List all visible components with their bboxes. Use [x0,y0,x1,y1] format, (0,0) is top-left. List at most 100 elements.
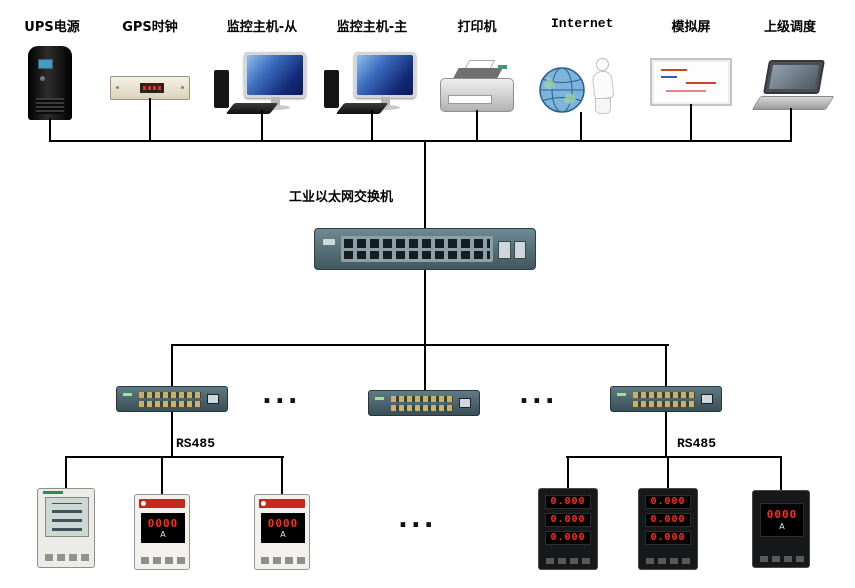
monitor-screen-icon [247,55,303,95]
ellipsis-mid-right: ... [519,380,558,410]
gps-display-icon [140,83,164,93]
laptop-screen-icon [768,65,820,89]
connector-line [171,412,173,458]
connector-line [665,346,667,386]
switch-port-row [633,401,695,407]
switch-brand-badge [323,239,335,245]
meter-led-display: 0000 A [261,513,305,543]
board-mark-icon [666,90,706,92]
ups-vent-icon [36,98,64,114]
uplink-port-icon [513,241,526,259]
connector-line [690,104,692,142]
switch-port-row [139,392,201,398]
rs485-bus-right [566,456,782,458]
printer-led-icon [498,65,507,69]
gps-clock-device [110,76,190,100]
connector-line [281,458,283,494]
connector-line [149,98,151,142]
meter-value-row: 0.000 [645,495,691,509]
switch-port-panel [341,236,493,262]
power-meter-left-1 [37,488,95,568]
connector-line [476,110,478,142]
screw-icon [116,86,119,89]
internet-device [538,58,626,116]
meter-logo-icon [261,501,266,506]
ups-device [28,46,72,120]
connector-line [65,458,67,488]
meter-value-row: 0.000 [645,531,691,545]
switch-port-row [391,396,453,402]
board-mark-icon [661,69,687,71]
power-meter-right-1: 0.000 0.000 0.000 [538,488,598,570]
switch-led-icon [123,393,132,396]
meter-brand-strip [259,499,305,508]
rs485-label-left: RS485 [176,436,216,451]
meter-buttons [261,557,305,564]
monitor-base-icon [370,105,400,110]
meter-brand-strip [139,499,185,508]
ups-display-icon [38,59,53,69]
uplink-port-icon [459,398,471,408]
main-switch-label: 工业以太网交换机 [289,190,394,205]
monitor-icon [354,52,416,98]
monitor-stand-icon [381,97,390,106]
meter-value: 0000 [766,508,798,521]
meter-buttons [546,558,592,564]
uplink-port-icon [498,241,511,259]
lcd-readout-icon [52,503,82,531]
screw-icon [181,86,184,89]
connector-line [261,110,263,142]
meter-brand-icon [43,491,63,494]
connector-line [780,458,782,490]
connector-line [49,118,51,142]
internet-globe-icon [539,67,585,113]
connector-line [667,458,669,488]
ellipsis-bottom: ... [398,504,437,534]
meter-unit: A [160,529,166,539]
laptop-base-icon [751,96,835,110]
connector-line [161,458,163,494]
meter-lcd-screen [45,497,89,537]
top-bus-line [49,140,792,142]
meter-buttons [45,554,89,561]
sub-switch-1 [116,386,228,412]
meter-value-row: 0.000 [545,513,591,527]
connector-line [567,458,569,488]
label-printer: 打印机 [457,20,497,35]
ellipsis-mid-left: ... [262,380,301,410]
switch-led-icon [617,393,626,396]
label-internet: Internet [551,16,614,31]
main-ethernet-switch [314,228,536,270]
sub-switch-2 [368,390,480,416]
connector-line [424,346,426,390]
meter-unit: A [280,529,286,539]
connector-line [424,270,426,346]
meter-led-display: 0000 A [760,503,804,537]
meter-value: 0000 [267,516,299,530]
branch-bus-line [171,344,669,346]
mimic-screen-device [650,58,732,106]
label-gps: GPS时钟 [122,20,178,35]
power-meter-left-2: 0000 A [134,494,190,570]
uplink-port-icon [207,394,219,404]
gps-digits-icon [143,86,161,90]
person-legs-icon [595,98,611,114]
meter-buttons [760,556,804,562]
meter-unit: A [779,522,785,531]
power-meter-right-2: 0.000 0.000 0.000 [638,488,698,570]
monitor-icon [244,52,306,98]
keyboard-icon [335,103,389,114]
switch-port-row [391,405,453,411]
printer-device [440,60,514,112]
connector-line [665,412,667,458]
laptop-device [748,60,835,112]
monitor-screen-icon [357,55,413,95]
label-host-master: 监控主机-主 [336,20,408,35]
uplink-port-icon [701,394,713,404]
monitor-base-icon [260,105,290,110]
meter-value-row: 0.000 [545,495,591,509]
meter-logo-icon [141,501,146,506]
label-host-slave: 监控主机-从 [226,20,298,35]
connector-line [424,142,426,228]
